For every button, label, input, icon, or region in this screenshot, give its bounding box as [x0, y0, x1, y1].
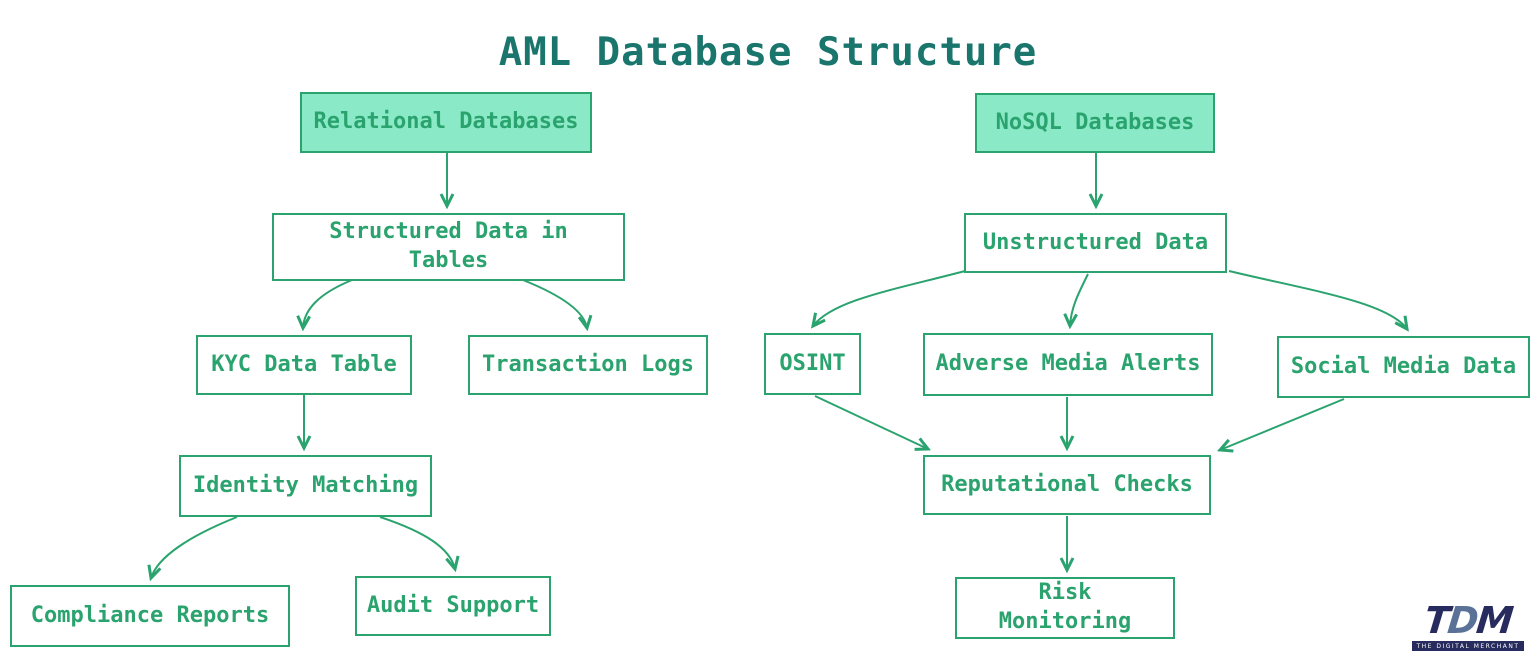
edge-unstructured-osint [813, 270, 966, 326]
node-kyc-data-table: KYC Data Table [196, 335, 412, 395]
edge-structured-translogs [522, 279, 587, 328]
logo-letter-m: M [1474, 599, 1514, 642]
edge-osint-reputational [814, 395, 928, 449]
tdm-logo-letters: TDM [1410, 599, 1526, 642]
node-audit-support: Audit Support [355, 576, 551, 636]
edge-identity-audit [379, 516, 455, 569]
node-reputational-checks: Reputational Checks [923, 455, 1211, 515]
node-structured-data-in-tables: Structured Data in Tables [272, 213, 625, 281]
edge-unstructured-social [1228, 270, 1407, 329]
node-risk-monitoring: Risk Monitoring [955, 577, 1175, 639]
node-compliance-reports: Compliance Reports [10, 585, 290, 647]
node-osint: OSINT [764, 333, 861, 395]
node-adverse-media-alerts: Adverse Media Alerts [923, 333, 1213, 396]
logo-letter-d: D [1445, 599, 1479, 642]
node-transaction-logs: Transaction Logs [468, 335, 708, 395]
edge-unstructured-adverse [1070, 273, 1089, 326]
edge-social-reputational [1220, 398, 1345, 450]
node-unstructured-data: Unstructured Data [964, 213, 1227, 273]
edge-structured-kyc [303, 279, 353, 328]
node-social-media-data: Social Media Data [1277, 336, 1530, 398]
node-nosql-databases: NoSQL Databases [975, 93, 1215, 153]
diagram-title: AML Database Structure [498, 30, 1038, 75]
tdm-logo: TDM THE DIGITAL MERCHANT [1410, 599, 1526, 651]
tdm-logo-tagline: THE DIGITAL MERCHANT [1412, 641, 1524, 651]
edge-identity-compliance [151, 516, 238, 578]
node-relational-databases: Relational Databases [300, 92, 592, 153]
node-identity-matching: Identity Matching [179, 455, 432, 517]
